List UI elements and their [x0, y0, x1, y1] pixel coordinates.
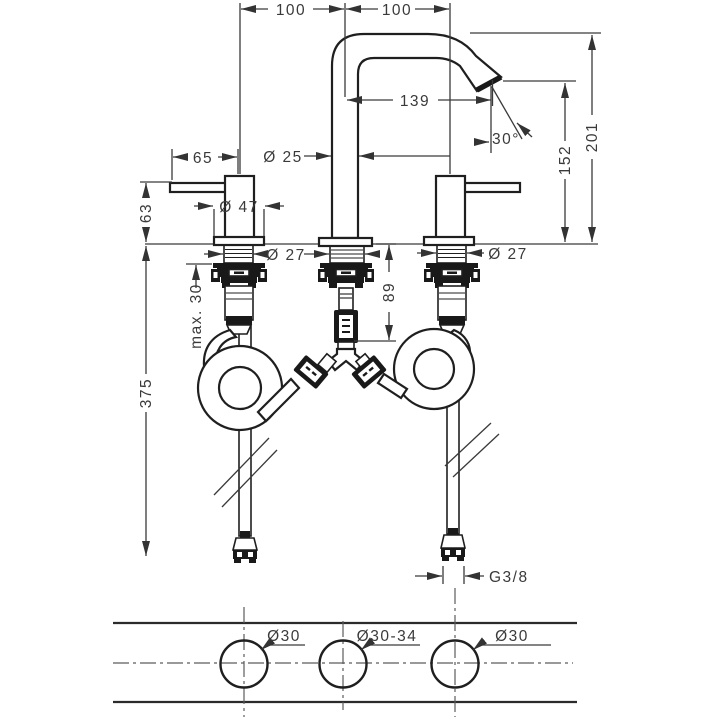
- right-hose-connector: [351, 355, 387, 389]
- dim-supply-length: 375: [138, 246, 155, 556]
- aerator-face: [475, 74, 503, 93]
- right-washer: [426, 263, 478, 268]
- dim-label-d25: Ø 25: [263, 149, 303, 166]
- dim-label-139: 139: [400, 93, 430, 110]
- dim-outlet-height: 152: [503, 80, 576, 242]
- dim-label-max30: max. 30: [188, 283, 205, 349]
- right-hole: [430, 639, 480, 689]
- dim-spout-diameter: Ø 25: [263, 149, 450, 166]
- dim-label-152: 152: [557, 145, 574, 175]
- left-hose-connector: [293, 355, 329, 389]
- elevation-view: [145, 32, 598, 563]
- spout-escutcheon: [317, 236, 374, 248]
- dim-total-height: 201: [470, 32, 601, 242]
- dim-escutcheon-diameter: Ø 47: [194, 199, 284, 236]
- plan-view: Ø30 Ø30-34 Ø30: [113, 588, 577, 717]
- plan-label-d30-right: Ø30: [495, 628, 529, 645]
- dim-label-100-right: 100: [382, 2, 412, 19]
- left-hose-to-tee: [256, 377, 301, 423]
- dim-label-d27-right: Ø 27: [488, 246, 528, 263]
- left-washer: [213, 263, 265, 268]
- dim-label-63: 63: [138, 203, 155, 223]
- right-handle-body: [434, 174, 467, 240]
- dim-thread: G3/8: [415, 566, 529, 586]
- right-valve-body: [437, 285, 467, 321]
- center-hole-leader: [360, 637, 420, 651]
- dim-shank-diameter-left: Ø 27: [204, 247, 380, 264]
- dim-shank-diameter-right: Ø 27: [417, 246, 528, 263]
- plan-label-d30-34: Ø30-34: [357, 628, 418, 645]
- dim-max-deck-thickness: max. 30: [186, 263, 212, 349]
- dim-handle-height: 63: [138, 181, 172, 242]
- dim-label-d27-left: Ø 27: [266, 247, 306, 264]
- center-hole: [318, 639, 368, 689]
- right-hose-to-tee: [376, 372, 409, 400]
- left-escutcheon: [212, 235, 266, 247]
- right-handle: [434, 174, 522, 240]
- plan-label-d30-left: Ø30: [267, 628, 301, 645]
- dim-lever-length: 65: [171, 149, 239, 180]
- right-hole-leader: [472, 637, 551, 651]
- left-valve-body: [224, 285, 254, 321]
- dimension-annotations: 100 100 139 30° 152: [138, 2, 601, 586]
- dim-label-65: 65: [193, 150, 213, 167]
- dim-hose-offset: 89: [354, 243, 398, 342]
- dim-label-375: 375: [138, 378, 155, 408]
- dim-label-89: 89: [381, 282, 398, 302]
- left-hole-leader: [260, 637, 305, 651]
- left-hose: [196, 328, 301, 432]
- left-handle: [168, 174, 256, 240]
- dim-hole-spacing: 100 100: [239, 2, 451, 174]
- spout-inlet-pipe: [338, 287, 354, 311]
- pipe-break-marks: [213, 422, 500, 508]
- dim-label-100-left: 100: [276, 2, 306, 19]
- dim-label-g38: G3/8: [489, 569, 529, 586]
- right-hose: [376, 327, 476, 411]
- dim-label-201: 201: [584, 122, 601, 152]
- dim-spout-reach: 139: [347, 80, 494, 110]
- left-hole: [219, 639, 269, 689]
- right-escutcheon: [422, 235, 476, 247]
- dim-spout-angle: 30°: [474, 86, 533, 153]
- spout-shank-assembly: [293, 245, 387, 389]
- spout-body: [330, 32, 503, 240]
- spout: [330, 32, 503, 240]
- dim-label-d47: Ø 47: [219, 199, 259, 216]
- right-supply-connector: [439, 528, 467, 561]
- dim-label-30deg: 30°: [492, 131, 520, 148]
- left-supply-connector: [231, 531, 259, 563]
